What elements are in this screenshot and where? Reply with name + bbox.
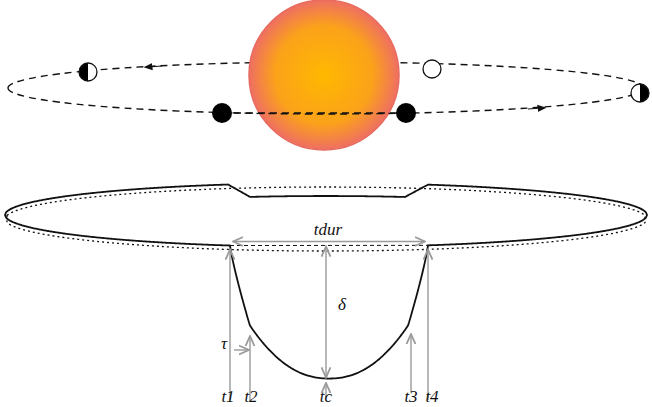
orbit-arrow: [528, 108, 542, 109]
ingress-arrow: [234, 349, 249, 350]
ingress-label: τ: [221, 335, 227, 352]
star: [249, 0, 399, 150]
planet-phase: [631, 84, 649, 102]
orbit-arrow: [148, 66, 162, 67]
planet-eclipsed: [423, 60, 441, 78]
duration-label: tdur: [312, 221, 344, 238]
planet-transit: [212, 103, 232, 123]
baseline-dashed: [230, 245, 428, 246]
depth-label: δ: [336, 296, 348, 313]
transit-chord: [222, 112, 406, 113]
light-curve: [5, 185, 647, 379]
planet-transit: [396, 103, 416, 123]
contact-label: t2: [244, 387, 257, 404]
contact-arrow: [427, 250, 428, 400]
contact-label: t4: [425, 387, 438, 404]
contact-arrow: [410, 334, 411, 392]
midtransit-label: tc: [320, 387, 332, 404]
duration-arrow: [233, 241, 425, 242]
contact-arrow: [229, 250, 230, 400]
depth-arrow: [325, 247, 326, 378]
planet-phase: [79, 63, 97, 81]
contact-label: t1: [221, 387, 234, 404]
contact-label: t3: [404, 387, 417, 404]
orbit-front: [8, 88, 644, 114]
